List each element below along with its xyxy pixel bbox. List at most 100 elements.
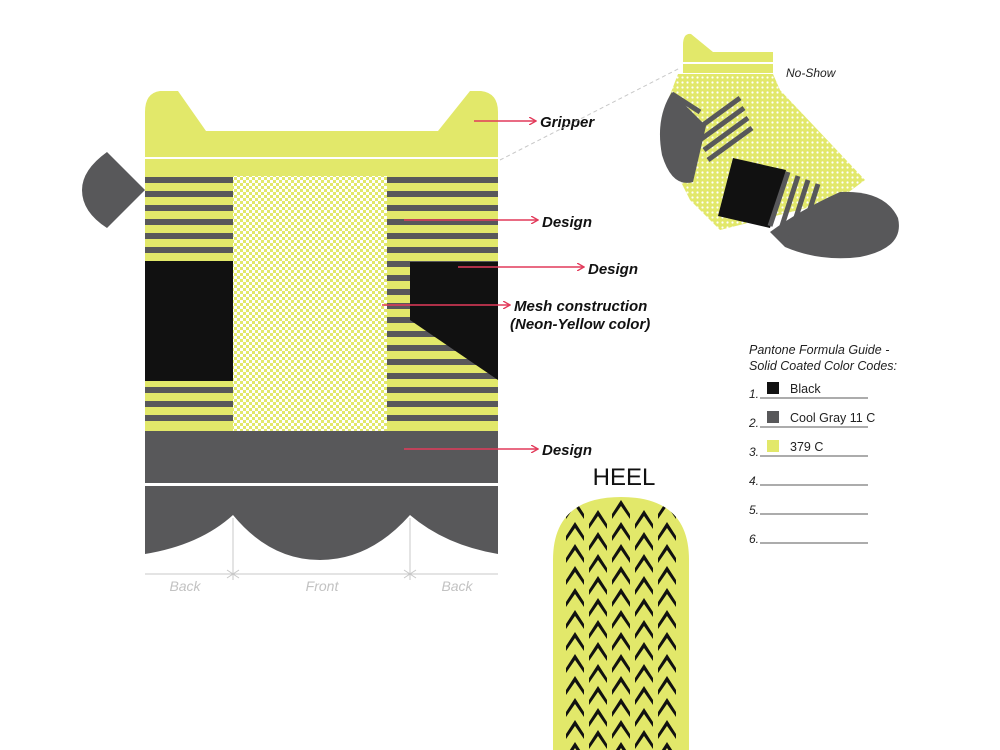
heel-chevron [658, 632, 676, 651]
heel-chevron [658, 522, 676, 541]
sock-stripe [702, 115, 750, 153]
callout-design-1: Design [542, 214, 592, 231]
sock-welt [683, 64, 773, 73]
heel-chevron [635, 686, 653, 705]
legend-number: 6. [749, 532, 759, 546]
heel-chevron [635, 708, 653, 727]
heel-chevron [566, 698, 584, 717]
sock-stripe [670, 91, 702, 115]
heel-chevron [635, 620, 653, 639]
stripe [387, 373, 498, 379]
heel-chevron [635, 730, 653, 749]
heel-chevron [658, 544, 676, 563]
heel-chevron [566, 588, 584, 607]
heel-chevron [566, 544, 584, 563]
heel-chevron [589, 620, 607, 639]
heel-chevron [612, 544, 630, 563]
heel-chevron [589, 730, 607, 749]
heel-chevron [658, 588, 676, 607]
legend-swatch [767, 382, 779, 394]
legend-swatch [767, 440, 779, 452]
sock-stripe [787, 179, 811, 237]
heel-chevron [658, 698, 676, 717]
heel-chevron [635, 642, 653, 661]
stripe [145, 177, 233, 183]
stripe [387, 401, 498, 407]
sock-tab [683, 33, 773, 62]
mesh-panel [233, 176, 387, 431]
stripe [387, 233, 498, 239]
pantone-legend: Pantone Formula Guide - Solid Coated Col… [748, 343, 897, 546]
heel-chevron [635, 554, 653, 573]
stripe [387, 205, 498, 211]
heel-title: HEEL [593, 464, 656, 491]
callout-design-3: Design [542, 442, 592, 459]
callout-arrows [382, 121, 584, 449]
heel-chevron [612, 676, 630, 695]
sock-toe [770, 191, 899, 259]
heel-shape [553, 497, 689, 750]
heel-chevron [589, 510, 607, 529]
stripe [145, 387, 233, 393]
heel-chevron [589, 708, 607, 727]
heel-chevron [612, 632, 630, 651]
heel-chevron [566, 720, 584, 739]
sock-stripe [777, 175, 801, 233]
legend-number: 2. [748, 416, 759, 430]
stripe [145, 219, 233, 225]
legend-number: 3. [749, 445, 759, 459]
heel-chevron [589, 576, 607, 595]
heel-chevron [566, 742, 584, 750]
stripe [387, 415, 498, 421]
heel-chevron [566, 676, 584, 695]
callout-mesh: Mesh construction [514, 298, 647, 315]
dim-back-right: Back [441, 578, 473, 594]
legend-swatch [767, 411, 779, 423]
stripe [145, 205, 233, 211]
stripe [145, 415, 233, 421]
heel-gripper [553, 497, 689, 750]
heel-chevron [612, 610, 630, 629]
heel-chevron [589, 554, 607, 573]
gripper-band [145, 91, 498, 157]
stripe [387, 219, 498, 225]
sock-black-block [718, 158, 786, 228]
dim-back-left: Back [169, 578, 201, 594]
stripe [145, 401, 233, 407]
stripe [387, 345, 498, 351]
view-connector [499, 67, 681, 161]
sock-stripe [797, 183, 821, 241]
heel-chevron [612, 654, 630, 673]
heel-chevron [658, 566, 676, 585]
stripe [145, 191, 233, 197]
sock-stripe [698, 105, 746, 143]
legend-label: 379 C [790, 440, 823, 454]
heel-chevron [589, 686, 607, 705]
heel-chevron [635, 576, 653, 595]
legend-number: 1. [749, 387, 759, 401]
heel-chevron [658, 676, 676, 695]
heel-chevron [612, 522, 630, 541]
heel-chevron [612, 720, 630, 739]
stripe [387, 359, 498, 365]
legend-title-line1: Pantone Formula Guide - [749, 343, 889, 357]
heel-chevron [589, 664, 607, 683]
no-show-sock-view [659, 33, 899, 259]
heel-chevron [658, 720, 676, 739]
legend-number: 5. [749, 503, 759, 517]
heel-chevron [566, 522, 584, 541]
heel-chevron [658, 610, 676, 629]
sock-stripe [694, 95, 742, 133]
stripe [387, 191, 498, 197]
sock-stripe [706, 125, 754, 163]
sock-stripe [767, 171, 791, 227]
heel-chevron [635, 510, 653, 529]
heel-chevron [589, 598, 607, 617]
legend-label: Cool Gray 11 C [790, 411, 875, 425]
heel-chevron [612, 742, 630, 750]
black-block-right [410, 262, 498, 380]
dimension-guides [145, 518, 498, 580]
heel-chevron [635, 532, 653, 551]
side-tab [82, 152, 145, 228]
scalloped-toe [145, 486, 498, 560]
